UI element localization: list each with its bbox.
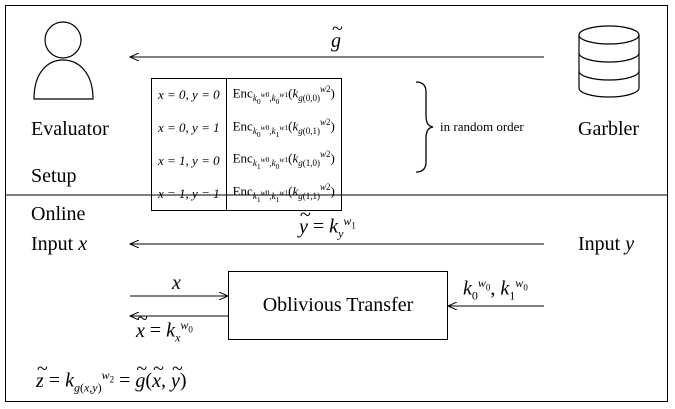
table-cell-condition: x = 0, y = 0	[151, 78, 227, 112]
random-order-note: in random order	[440, 119, 524, 134]
table-cell-encryption: Enck0w0,k0w1(kg(0,0)w2)	[232, 84, 335, 106]
garbled-table-arrow-label: g~	[331, 18, 343, 52]
input-y-arrow-label: y~ = kyw1	[299, 203, 356, 241]
garbler-keys-label: k0w0, k1w0	[463, 276, 528, 303]
table-row: x = 0, y = 0 Enck0w0,k0w1(kg(0,0)w2)	[151, 78, 342, 112]
table-row: x = 1, y = 1 Enck1w0,k1w1(kg(1,1)w2)	[151, 177, 342, 211]
random-order-brace	[415, 81, 434, 173]
table-row: x = 1, y = 0 Enck1w0,k0w1(kg(1,0)w2)	[151, 144, 342, 178]
evaluator-label: Evaluator	[31, 118, 109, 140]
garbled-table: x = 0, y = 0 Enck0w0,k0w1(kg(0,0)w2) x =…	[151, 78, 342, 211]
online-label: Online	[31, 203, 86, 225]
table-cell-condition: x = 1, y = 0	[151, 144, 227, 178]
ot-input-label: x	[172, 272, 181, 294]
database-icon	[578, 25, 640, 98]
table-cell-condition: x = 0, y = 1	[151, 111, 227, 145]
person-icon	[33, 21, 94, 100]
table-cell-encryption: Enck1w0,k0w1(kg(1,0)w2)	[232, 149, 335, 172]
diagram-frame	[5, 5, 668, 402]
table-cell-encryption: Enck0w0,k1w1(kg(0,1)w2)	[232, 116, 335, 139]
ot-output-label: x~ = kxw0	[136, 307, 193, 345]
table-cell-condition: x = 1, y = 1	[151, 177, 227, 211]
garbler-input-label: Input y	[578, 233, 635, 255]
table-cell-encryption: Enck1w0,k1w1(kg(1,1)w2)	[232, 182, 335, 204]
evaluator-input-label: Input x	[31, 233, 88, 255]
table-row: x = 0, y = 1 Enck0w0,k1w1(kg(0,1)w2)	[151, 111, 342, 145]
result-formula: z~ = kg(x,y)w2 = g~(x~, y~)	[36, 357, 187, 395]
oblivious-transfer-label: Oblivious Transfer	[262, 294, 414, 316]
oblivious-transfer-box: Oblivious Transfer	[228, 271, 448, 340]
setup-label: Setup	[31, 165, 77, 187]
garbler-label: Garbler	[578, 118, 640, 140]
